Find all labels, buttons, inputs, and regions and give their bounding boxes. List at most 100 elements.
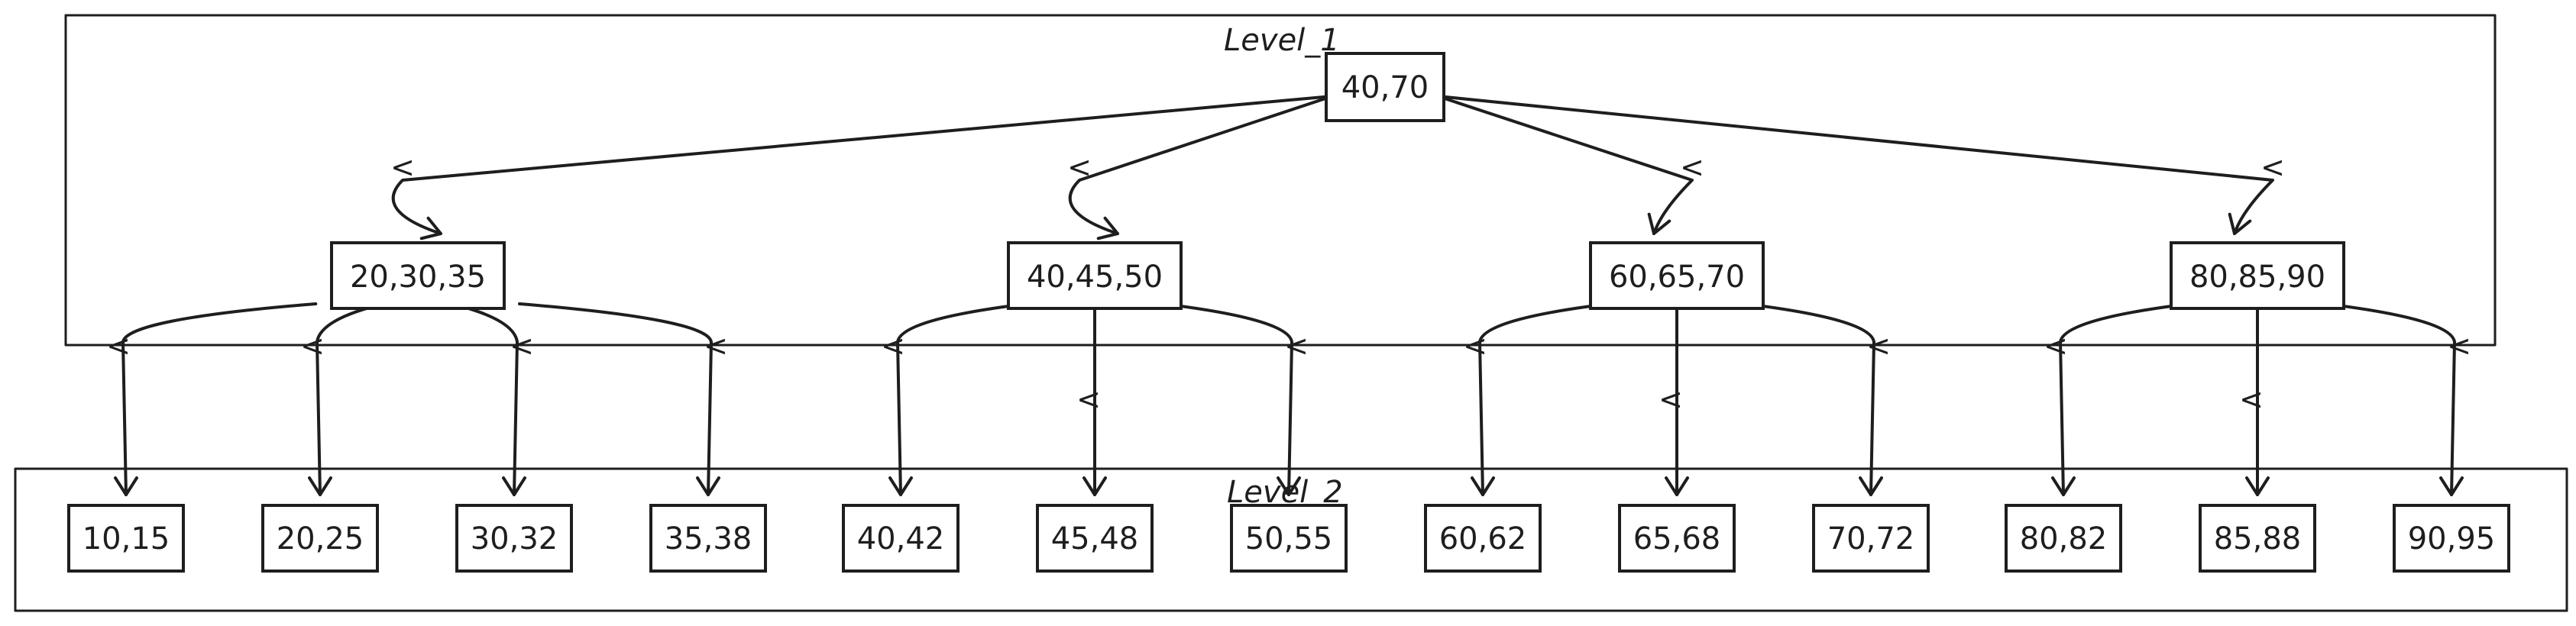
- leaf-node-box: [1424, 504, 1542, 573]
- level-1-frame: [64, 14, 2497, 347]
- edge-marker: <: [300, 329, 325, 363]
- edge-marker: <: [704, 329, 728, 363]
- arrowhead: [1859, 476, 1883, 496]
- internal-node: 80,85,90: [2170, 241, 2345, 310]
- edge-marker: <: [1067, 150, 1092, 184]
- leaf-node-box: [1618, 504, 1736, 573]
- internal-node-box: [330, 241, 506, 310]
- root-edge: [391, 95, 1334, 235]
- leaf-node-box: [261, 504, 379, 573]
- leaf-node: 85,88: [2199, 504, 2316, 573]
- edge-marker: <: [881, 329, 905, 363]
- internal-node-box: [1589, 241, 1765, 310]
- arrowhead: [2245, 476, 2270, 496]
- child-edge: [518, 302, 713, 496]
- child-edge: [1743, 302, 1875, 496]
- internal-node-keys: 60,65,70: [1609, 260, 1745, 295]
- arrowhead: [888, 476, 913, 496]
- arrowhead: [1096, 216, 1119, 240]
- internal-node-keys: 40,45,50: [1027, 260, 1163, 295]
- root-edge: [1436, 95, 2274, 235]
- internal-node: 40,45,50: [1007, 241, 1183, 310]
- leaf-node: 35,38: [649, 504, 767, 573]
- edge-marker: <: [510, 329, 534, 363]
- child-edge: [896, 302, 1029, 496]
- edge-marker: <: [1659, 382, 1683, 416]
- leaf-node-keys: 20,25: [277, 521, 364, 557]
- root-edge: [1068, 95, 1334, 235]
- leaf-node: 50,55: [1230, 504, 1348, 573]
- arrowhead: [114, 476, 138, 496]
- internal-node: 60,65,70: [1589, 241, 1765, 310]
- leaf-node-keys: 10,15: [83, 521, 170, 557]
- leaf-node-keys: 90,95: [2408, 521, 2496, 557]
- leaf-node-keys: 85,88: [2214, 521, 2302, 557]
- leaf-node-box: [2393, 504, 2510, 573]
- leaf-node-keys: 40,42: [857, 521, 945, 557]
- leaf-node-box: [649, 504, 767, 573]
- edge-marker: <: [1076, 382, 1101, 416]
- leaf-node-keys: 60,62: [1439, 521, 1527, 557]
- leaf-node: 90,95: [2393, 504, 2510, 573]
- leaf-node-box: [455, 504, 573, 573]
- leaf-node: 40,42: [842, 504, 960, 573]
- leaf-node-box: [2005, 504, 2122, 573]
- leaf-node-keys: 30,32: [471, 521, 558, 557]
- leaf-node-keys: 70,72: [1827, 521, 1915, 557]
- arrowhead: [1647, 212, 1671, 235]
- edge-marker: <: [1284, 329, 1309, 363]
- edge-marker: <: [2447, 329, 2471, 363]
- leaf-node: 20,25: [261, 504, 379, 573]
- leaf-node-keys: 45,48: [1051, 521, 1139, 557]
- edge-marker: <: [1866, 329, 1891, 363]
- arrowhead: [2439, 476, 2464, 496]
- internal-node-keys: 80,85,90: [2189, 260, 2325, 295]
- leaf-node-box: [2199, 504, 2316, 573]
- root-edge: [1436, 95, 1694, 235]
- leaf-node-keys: 80,82: [2020, 521, 2108, 557]
- arrowhead: [502, 476, 526, 496]
- edge-marker: <: [1463, 329, 1487, 363]
- arrowhead: [696, 476, 720, 496]
- internal-node: 20,30,35: [330, 241, 506, 310]
- leaf-node-box: [842, 504, 960, 573]
- arrowhead: [1083, 476, 1107, 496]
- child-edge: [2323, 302, 2456, 496]
- leaf-node: 65,68: [1618, 504, 1736, 573]
- edge-marker: <: [2044, 329, 2068, 363]
- edge-marker: <: [2260, 150, 2285, 184]
- leaf-node: 80,82: [2005, 504, 2122, 573]
- leaf-node-keys: 50,55: [1245, 521, 1333, 557]
- internal-node-keys: 20,30,35: [350, 260, 486, 295]
- edge-marker: <: [106, 329, 131, 363]
- internal-node-box: [2170, 241, 2345, 310]
- edge-marker: <: [1680, 150, 1704, 184]
- arrowhead: [419, 216, 442, 240]
- leaf-node-box: [1036, 504, 1154, 573]
- leaf-node: 70,72: [1812, 504, 1930, 573]
- arrowhead: [2051, 476, 2076, 496]
- arrowhead: [1277, 476, 1301, 496]
- edge-marker: <: [390, 150, 415, 184]
- root-node-keys: 40,70: [1341, 70, 1429, 105]
- child-edge: [450, 302, 519, 496]
- child-edge: [316, 302, 386, 496]
- leaf-node: 30,32: [455, 504, 573, 573]
- internal-node-box: [1007, 241, 1183, 310]
- level-1-label: Level_1: [1224, 23, 1340, 58]
- leaf-node-box: [67, 504, 185, 573]
- edges-layer: < < < < < < < < < < < < < < < < <: [106, 95, 2471, 496]
- arrowhead: [2228, 212, 2252, 235]
- child-edge: [1478, 302, 1611, 496]
- leaf-node: 45,48: [1036, 504, 1154, 573]
- leaf-node: 10,15: [67, 504, 185, 573]
- leaf-node: 60,62: [1424, 504, 1542, 573]
- child-edge: [2059, 302, 2192, 496]
- edge-marker: <: [2239, 382, 2264, 416]
- leaf-node-box: [1230, 504, 1348, 573]
- leaf-node-keys: 35,38: [665, 521, 752, 557]
- level-2-frame: [14, 467, 2568, 612]
- root-node-box: [1325, 52, 1445, 122]
- leaf-node-box: [1812, 504, 1930, 573]
